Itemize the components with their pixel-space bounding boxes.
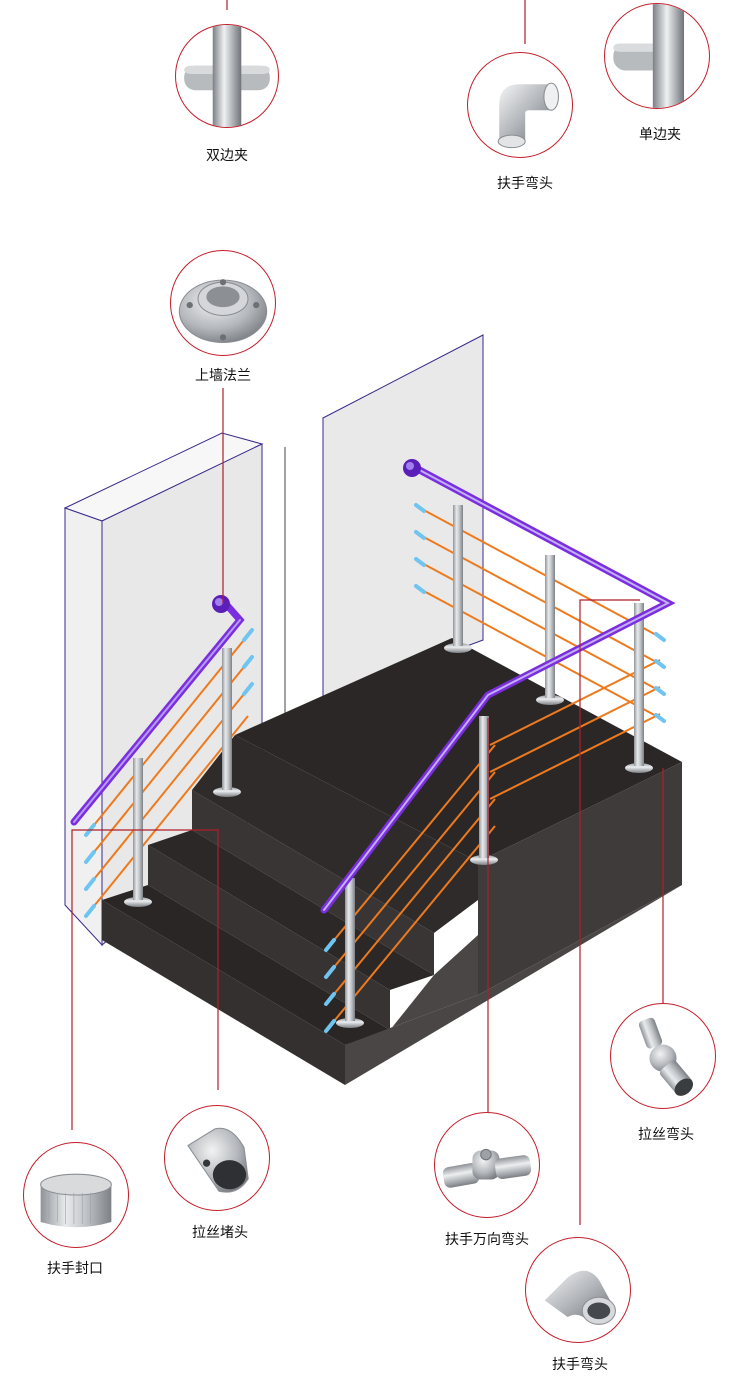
handrails	[70, 462, 676, 914]
right-wall	[322, 334, 484, 701]
double-side-clamp-icon	[184, 25, 270, 127]
wall-flange-knobs	[212, 459, 421, 613]
leader-lines	[71, 0, 664, 1225]
handrail-elbow-icon	[497, 82, 559, 149]
callout-wall-flange	[170, 250, 276, 356]
label-cable-elbow: 拉丝弯头	[638, 1127, 694, 1143]
callout-elbow-bottom	[525, 1237, 631, 1343]
label-single-clamp: 单边夹	[639, 127, 681, 143]
handrail-end-cap-icon	[40, 1173, 112, 1228]
staircase	[102, 638, 682, 1085]
label-double-clamp: 双边夹	[206, 148, 248, 164]
callout-end-cap	[23, 1142, 129, 1248]
cable-end-tips	[84, 503, 666, 1033]
label-elbow-bottom: 扶手弯头	[552, 1357, 608, 1373]
single-side-clamp-icon	[613, 4, 685, 108]
label-wall-flange: 上墙法兰	[195, 368, 251, 384]
wall-flange-icon	[178, 279, 268, 344]
handrail-elbow-icon	[544, 1270, 616, 1325]
cable-end-plug-icon	[187, 1127, 249, 1193]
posts	[124, 505, 653, 1028]
label-universal-elbow: 扶手万向弯头	[445, 1232, 529, 1248]
callout-double-clamp	[175, 24, 279, 128]
callout-cable-end-plug	[164, 1105, 270, 1211]
callout-universal-elbow	[434, 1112, 540, 1218]
label-end-cap: 扶手封口	[47, 1261, 103, 1277]
universal-elbow-icon	[442, 1148, 532, 1188]
callout-elbow-top	[467, 52, 573, 158]
label-cable-end-plug: 拉丝堵头	[192, 1225, 248, 1241]
label-elbow-top: 扶手弯头	[497, 176, 553, 192]
callout-single-clamp	[604, 3, 710, 109]
callout-cable-elbow	[610, 1003, 716, 1109]
cable-elbow-icon	[638, 1017, 694, 1096]
